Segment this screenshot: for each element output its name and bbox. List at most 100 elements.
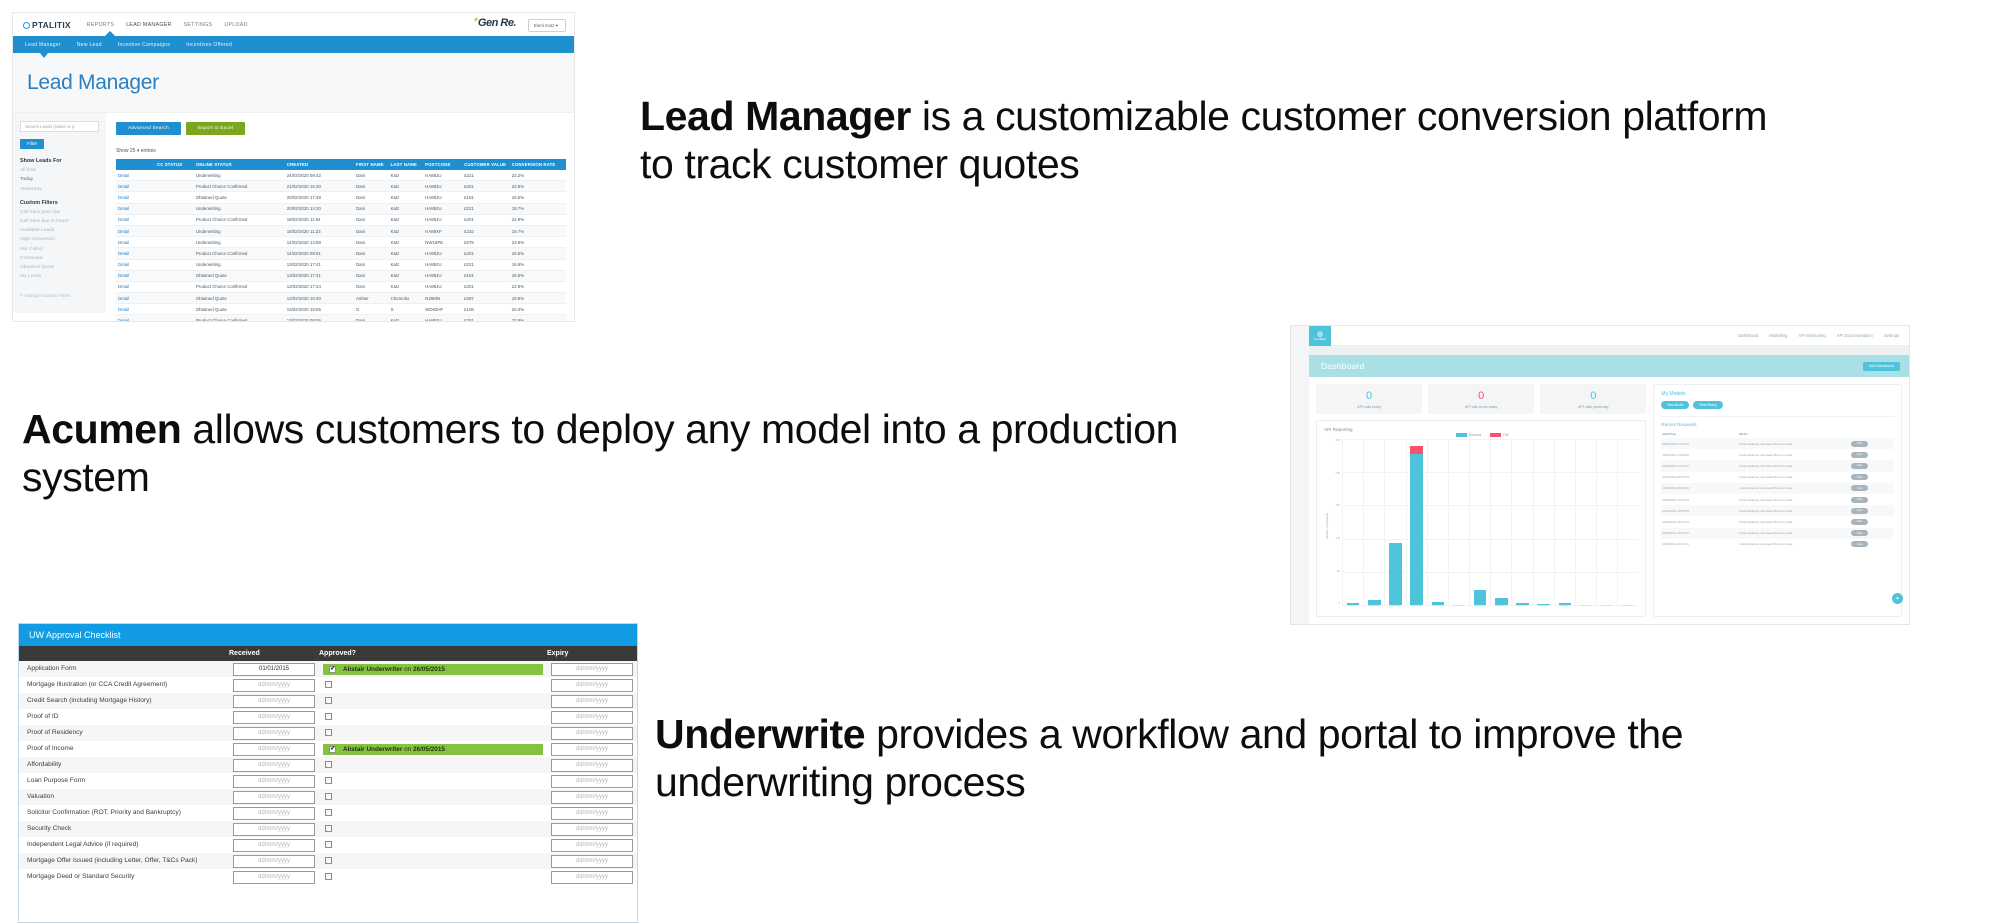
bar-column[interactable] [1363, 439, 1384, 605]
show-entries-control[interactable]: Show 25 ▾ entries [116, 148, 156, 154]
custom-filter-call-back-past-due[interactable]: Call back past due [20, 209, 61, 215]
bar-column[interactable] [1596, 439, 1617, 605]
leads-col-postcode[interactable]: POSTCODE [423, 159, 463, 170]
filter-button[interactable]: Filter [20, 138, 45, 149]
received-date-input[interactable]: dd/mm/yyyy [233, 758, 315, 772]
custom-filter-call-back-due-in-future[interactable]: Call back due in future [20, 218, 69, 224]
approved-checkbox[interactable] [325, 872, 332, 880]
approved-checkbox[interactable] [325, 824, 332, 832]
leads-col-created[interactable]: CREATED [284, 159, 354, 170]
sub-nav-lead-manager[interactable]: Lead Manager [25, 41, 61, 48]
top-nav-settings[interactable]: SETTINGS [183, 21, 213, 28]
search-input[interactable]: Search Leads (name or p [20, 121, 99, 132]
leads-cell[interactable]: Detail [116, 303, 155, 316]
expiry-date-input[interactable]: dd/mm/yyyy [551, 822, 633, 836]
approved-checkbox[interactable] [325, 760, 332, 768]
advanced-search-button[interactable]: Advanced Search [116, 122, 181, 135]
received-date-input[interactable]: dd/mm/yyyy [233, 742, 315, 756]
leads-cell[interactable]: Detail [116, 292, 155, 305]
leads-col-conversion-rate[interactable]: CONVERSION RATE [509, 159, 566, 170]
leads-col-last-name[interactable]: LAST NAME [388, 159, 424, 170]
approved-checkbox[interactable] [325, 728, 332, 736]
my-models-new-model-button[interactable]: New Model [1661, 401, 1690, 409]
leads-cell[interactable]: Detail [116, 270, 155, 282]
manage-custom-filters-link[interactable]: ✎ Manage Custom Filters [20, 293, 71, 299]
approved-checkbox[interactable] [325, 680, 332, 688]
leads-cell[interactable]: Detail [116, 281, 155, 294]
leads-cell[interactable]: Detail [116, 225, 155, 238]
received-date-input[interactable]: dd/mm/yyyy [233, 854, 315, 868]
bar-column[interactable] [1405, 439, 1427, 605]
approved-checkbox[interactable] [329, 745, 336, 753]
view-request-button[interactable]: View [1850, 541, 1869, 548]
custom-filter-obtained-quote[interactable]: Obtained Quote [20, 264, 55, 270]
leads-cell[interactable]: Detail [116, 170, 155, 182]
expiry-date-input[interactable]: dd/mm/yyyy [551, 742, 633, 756]
show-leads-for-all-time[interactable]: All time [20, 168, 37, 174]
approved-checkbox[interactable] [325, 856, 332, 864]
received-date-input[interactable]: dd/mm/yyyy [233, 806, 315, 820]
leads-col-cc-status[interactable]: CC STATUS [154, 159, 194, 170]
view-request-button[interactable]: View [1850, 496, 1869, 503]
expiry-date-input[interactable]: dd/mm/yyyy [551, 694, 633, 708]
sub-nav-incentives-offered[interactable]: Incentives Offered [186, 41, 233, 48]
show-leads-for-yesterday[interactable]: Yesterday [20, 186, 42, 192]
bar-column[interactable] [1469, 439, 1490, 605]
bar-column[interactable] [1490, 439, 1511, 605]
export-to-excel-button[interactable]: Export to Excel [185, 122, 246, 135]
custom-filter-my-leads[interactable]: My Leads [20, 274, 42, 280]
acumen-nav-modelling[interactable]: Modelling [1769, 333, 1788, 338]
leads-cell[interactable]: Detail [116, 259, 155, 271]
expiry-date-input[interactable]: dd/mm/yyyy [551, 758, 633, 772]
leads-cell[interactable]: Detail [116, 314, 155, 321]
received-date-input[interactable]: dd/mm/yyyy [233, 710, 315, 724]
received-date-input[interactable]: dd/mm/yyyy [233, 694, 315, 708]
view-request-button[interactable]: View [1850, 462, 1869, 469]
view-request-button[interactable]: View [1850, 518, 1869, 525]
leads-cell[interactable]: Detail [116, 247, 155, 260]
my-models-view-history-button[interactable]: View History [1693, 401, 1723, 409]
leads-cell[interactable]: Detail [116, 191, 155, 204]
top-nav-upload[interactable]: UPLOAD [224, 21, 248, 28]
approved-checkbox[interactable] [325, 840, 332, 848]
bar-column[interactable] [1532, 439, 1554, 605]
approved-checkbox[interactable] [325, 808, 332, 816]
expiry-date-input[interactable]: dd/mm/yyyy [551, 678, 633, 692]
bar-column[interactable] [1511, 439, 1532, 605]
expiry-date-input[interactable]: dd/mm/yyyy [551, 806, 633, 820]
legend-item[interactable]: Fail [1490, 433, 1509, 438]
received-date-input[interactable]: dd/mm/yyyy [233, 726, 315, 740]
acumen-nav-api-documentation[interactable]: API Documentation [1836, 333, 1873, 338]
add-dashboard-button[interactable]: Add Dashboard [1863, 361, 1900, 371]
received-date-input[interactable]: dd/mm/yyyy [233, 790, 315, 804]
view-request-button[interactable]: View [1850, 507, 1869, 514]
bar-column[interactable] [1426, 439, 1448, 605]
received-date-input[interactable]: 01/01/2015 [233, 662, 315, 676]
view-request-button[interactable]: View [1850, 451, 1869, 458]
expiry-date-input[interactable]: dd/mm/yyyy [551, 774, 633, 788]
bar-column[interactable] [1384, 439, 1405, 605]
approved-checkbox[interactable] [325, 696, 332, 704]
approved-checkbox[interactable] [329, 665, 336, 673]
leads-col-action[interactable] [116, 159, 155, 170]
bar-column[interactable] [1617, 439, 1638, 605]
leads-col-customer-value[interactable]: CUSTOMER VALUE [462, 159, 510, 170]
expiry-date-input[interactable]: dd/mm/yyyy [551, 838, 633, 852]
received-date-input[interactable]: dd/mm/yyyy [233, 678, 315, 692]
top-nav-reports[interactable]: REPORTS [86, 21, 115, 28]
leads-cell[interactable]: Detail [116, 203, 155, 215]
expiry-date-input[interactable]: dd/mm/yyyy [551, 710, 633, 724]
view-request-button[interactable]: View [1850, 485, 1869, 492]
bar-column[interactable] [1447, 439, 1469, 605]
